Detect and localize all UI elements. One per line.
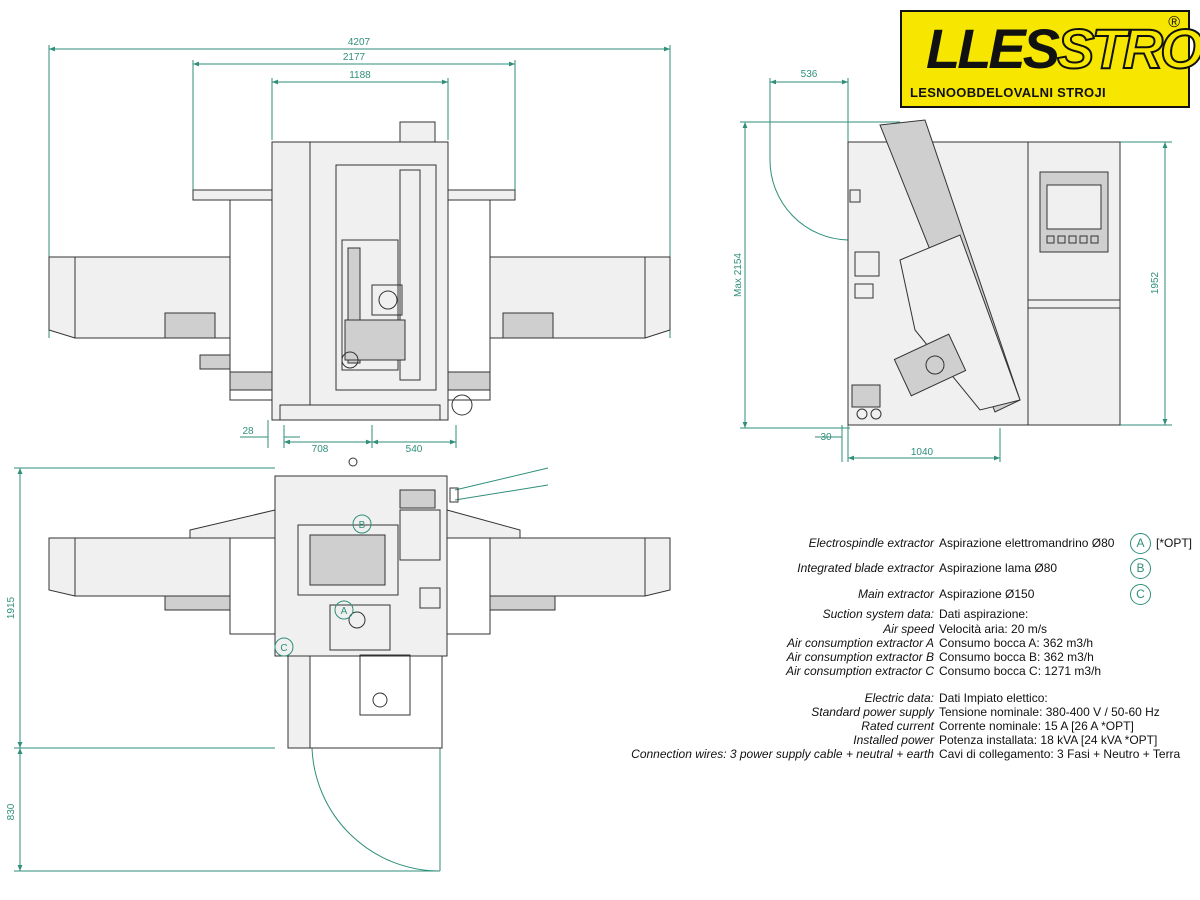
plan-markers: B A C — [274, 514, 372, 657]
suction-label-extractor-a: Air consumption extractor A — [787, 636, 934, 650]
plan-marker-b: B — [359, 520, 366, 531]
front-machine — [48, 121, 671, 421]
dim-side-depth: 1040 — [911, 447, 934, 458]
brand-logo: LLESSTROJ ® LESNOOBDELOVALNI STROJI — [900, 10, 1200, 108]
dim-plan-depth: 1915 — [6, 596, 17, 619]
extractor-value-a: Aspirazione elettromandrino Ø80 — [939, 536, 1115, 550]
extractor-marker-a: A — [1130, 533, 1151, 554]
electric-heading-value: Dati Impiato elettico: — [939, 691, 1048, 705]
registered-mark: ® — [1168, 14, 1180, 31]
extractor-label-a: Electrospindle extractor — [808, 536, 934, 550]
control-panel-buttons — [1046, 235, 1099, 244]
electric-value-power-supply: Tensione nominale: 380-400 V / 50-60 Hz — [939, 705, 1160, 719]
side-machine — [847, 119, 1121, 426]
suction-value-air-speed: Velocità aria: 20 m/s — [939, 622, 1048, 636]
electric-value-connection-wires: Cavi di collegamento: 3 Fasi + Neutro + … — [939, 747, 1181, 761]
dim-side-max-height: Max 2154 — [733, 253, 744, 297]
extractor-marker-b: B — [1130, 558, 1151, 579]
suction-label-extractor-b: Air consumption extractor B — [786, 650, 934, 664]
electric-label-installed-power: Installed power — [853, 733, 934, 747]
extractor-label-c: Main extractor — [857, 587, 934, 601]
extractor-marker-c: C — [1130, 584, 1151, 605]
suction-value-extractor-a: Consumo bocca A: 362 m3/h — [939, 636, 1094, 650]
suction-heading-label: Suction system data: — [822, 607, 934, 621]
brand-wordmark: LLESSTROJ — [926, 16, 1200, 81]
suction-value-extractor-c: Consumo bocca C: 1271 m3/h — [939, 664, 1102, 678]
front-dimensions — [48, 45, 671, 448]
extractor-value-c: Aspirazione Ø150 — [939, 587, 1035, 601]
dim-plan-door: 830 — [6, 803, 17, 820]
side-dimensions — [740, 78, 1172, 462]
side-view: 536 Max 2154 1952 30 1040 — [733, 69, 1172, 462]
electric-heading-label: Electric data: — [864, 691, 934, 705]
electric-label-power-supply: Standard power supply — [811, 705, 934, 719]
suction-label-air-speed: Air speed — [883, 622, 934, 636]
extractor-label-b: Integrated blade extractor — [797, 561, 934, 575]
brand-tagline: LESNOOBDELOVALNI STROJI — [910, 85, 1106, 100]
plan-marker-a: A — [341, 606, 348, 617]
dim-side-top: 536 — [801, 69, 818, 80]
suction-heading-value: Dati aspirazione: — [939, 607, 1029, 621]
dim-side-foot: 30 — [820, 432, 832, 443]
extractor-note-a: [*OPT] — [1156, 536, 1193, 550]
dim-bottom-right: 540 — [406, 444, 423, 455]
electric-label-connection-wires: Connection wires: 3 power supply cable +… — [631, 747, 934, 761]
suction-label-extractor-c: Air consumption extractor C — [785, 664, 934, 678]
electric-value-installed-power: Potenza installata: 18 kVA [24 kVA *OPT] — [939, 733, 1158, 747]
plan-machine — [48, 457, 671, 749]
plan-marker-c: C — [280, 643, 287, 654]
extractor-value-b: Aspirazione lama Ø80 — [939, 561, 1058, 575]
plan-dimensions — [14, 467, 549, 872]
front-view: 4207 2177 1188 28 708 540 — [48, 37, 671, 455]
dim-inner-width: 1188 — [349, 70, 371, 81]
dim-total-width: 4207 — [348, 37, 371, 48]
electric-value-rated-current: Corrente nominale: 15 A [26 A *OPT] — [939, 719, 1134, 733]
dim-side-height: 1952 — [1150, 271, 1161, 294]
dim-left-offset: 28 — [242, 426, 254, 437]
dim-bottom-left: 708 — [312, 444, 329, 455]
suction-value-extractor-b: Consumo bocca B: 362 m3/h — [939, 650, 1094, 664]
dim-mid-width: 2177 — [343, 52, 366, 63]
plan-view: 1915 830 — [6, 457, 671, 872]
electric-label-rated-current: Rated current — [861, 719, 934, 733]
